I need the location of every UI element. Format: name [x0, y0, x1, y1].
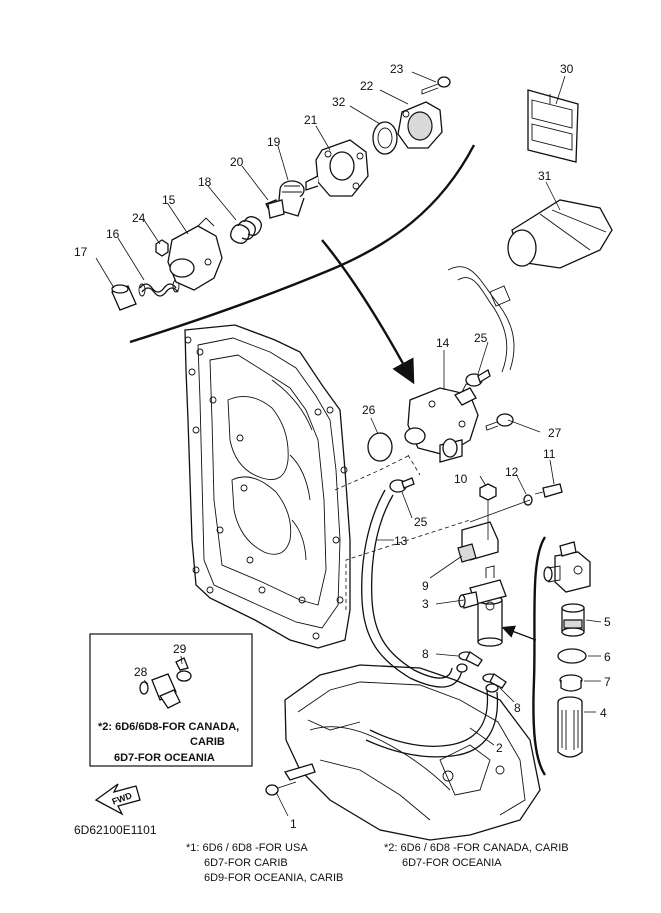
leader-lines	[95, 71, 602, 817]
leader	[469, 499, 531, 523]
thermostat-cover-part-21	[305, 139, 369, 197]
callout-11: 11	[543, 447, 556, 461]
callout-25-lower: 25	[414, 515, 428, 529]
footnote1-line3: 6D9-FOR OCEANIA, CARIB	[204, 872, 343, 884]
exploded-view-bracket	[129, 144, 476, 344]
lower-mount-bracket	[284, 664, 541, 841]
thermostat-housing-part-14	[404, 383, 479, 463]
callout-27: 27	[548, 426, 562, 440]
callout-3: 3	[422, 597, 429, 611]
callout-6: 6	[604, 650, 611, 664]
footnote1-line2: 6D7-FOR CARIB	[204, 857, 288, 869]
callout-29: 29	[173, 642, 187, 656]
callout-28: 28	[134, 665, 148, 679]
hose-clamp-part-25-lower	[389, 477, 415, 493]
callout-25-upper: 25	[474, 331, 488, 345]
bracket-part-9	[457, 521, 499, 563]
hose-clamp-part-25-upper	[465, 369, 491, 387]
pointer-curve-to-part-14	[321, 239, 415, 385]
callout-4: 4	[600, 706, 607, 720]
label-sheet-part-30	[527, 89, 579, 163]
dashed-leader	[407, 454, 421, 476]
callout-31: 31	[538, 169, 552, 183]
fitting-part-28	[139, 673, 181, 709]
callout-15: 15	[162, 193, 176, 207]
hose-end	[485, 683, 499, 693]
thermostat-part-19	[267, 180, 305, 219]
callout-5: 5	[604, 615, 611, 629]
callout-30: 30	[560, 62, 574, 76]
fuel-hose-13-inner	[371, 494, 453, 679]
gasket-part-32	[372, 121, 398, 155]
callout-10: 10	[454, 472, 468, 486]
callout-20: 20	[230, 155, 244, 169]
o-ring-part-6	[557, 648, 587, 664]
bolt-part-27	[485, 413, 514, 431]
detail-bracket-right	[532, 536, 547, 776]
pressure-valve-housing-part-15	[167, 217, 223, 291]
fuel-hose-2-inner	[365, 691, 499, 758]
fuel-hose-2-outer	[369, 689, 489, 747]
detail-pointer-arrow	[501, 625, 537, 641]
spring-part-16	[138, 279, 180, 297]
inset-note-line2: CARIB	[190, 736, 225, 748]
footnote2-line1: *2: 6D6 / 6D8 -FOR CANADA, CARIB	[384, 842, 569, 854]
callout-1: 1	[290, 817, 297, 831]
fwd-arrow	[94, 783, 141, 816]
inset-note-line3: 6D7-FOR OCEANIA	[114, 752, 215, 764]
plug-part-17	[111, 284, 137, 311]
callout-14: 14	[436, 336, 450, 350]
fuel-hose-13-outer	[361, 489, 463, 688]
callout-12: 12	[505, 465, 519, 479]
filter-cap-part-5	[561, 603, 585, 637]
gasket-part-26	[367, 432, 393, 462]
clip-part-8-left	[458, 651, 483, 667]
nut-part-24	[155, 239, 169, 257]
bolt-part-11	[534, 483, 563, 498]
element-part-7	[559, 674, 583, 692]
callout-19: 19	[267, 135, 281, 149]
nut-part-10	[479, 483, 497, 540]
callout-18: 18	[198, 175, 212, 189]
washer-part-12	[523, 494, 533, 506]
hose-end	[456, 663, 468, 673]
fuel-pump-detail-assembly	[543, 541, 591, 593]
water-hose-upper	[447, 266, 515, 373]
cover-part-22	[397, 101, 443, 149]
callout-24: 24	[132, 211, 146, 225]
spring-part-18	[230, 216, 262, 244]
callout-22: 22	[360, 79, 374, 93]
callout-8-left: 8	[422, 647, 429, 661]
clamp-part-29	[175, 657, 192, 682]
callout-13: 13	[394, 534, 408, 548]
dashed-leader	[345, 519, 471, 610]
footnote1-line1: *1: 6D6 / 6D8 -FOR USA	[186, 842, 308, 854]
callout-23: 23	[390, 62, 404, 76]
filter-cup-part-4	[557, 696, 583, 758]
dashed-leader	[334, 454, 411, 491]
callout-9: 9	[422, 579, 429, 593]
callout-2: 2	[496, 741, 503, 755]
callout-26: 26	[362, 403, 376, 417]
callout-17: 17	[74, 245, 88, 259]
bolt-part-1	[265, 763, 316, 796]
bolt-part-23	[421, 76, 451, 95]
hose-fitting	[489, 285, 511, 307]
inset-note-line1: *2: 6D6/6D8-FOR CANADA,	[98, 721, 239, 733]
callout-numbers: 1 2 3 4 5 6 7 8 8 9 10 11 12 13 14 15 16…	[74, 62, 611, 831]
diagram-code: 6D62100E1101	[74, 823, 157, 837]
callout-21: 21	[304, 113, 318, 127]
boot-part-31	[507, 199, 613, 269]
clip-part-8-right	[482, 673, 507, 689]
cylinder-head-casting	[184, 324, 351, 649]
callout-8-right: 8	[514, 701, 521, 715]
callout-7: 7	[604, 675, 611, 689]
footnote2-line2: 6D7-FOR OCEANIA	[402, 857, 502, 869]
fuel-filter-assembly-3	[458, 565, 507, 647]
callout-16: 16	[106, 227, 120, 241]
callout-32: 32	[332, 95, 346, 109]
